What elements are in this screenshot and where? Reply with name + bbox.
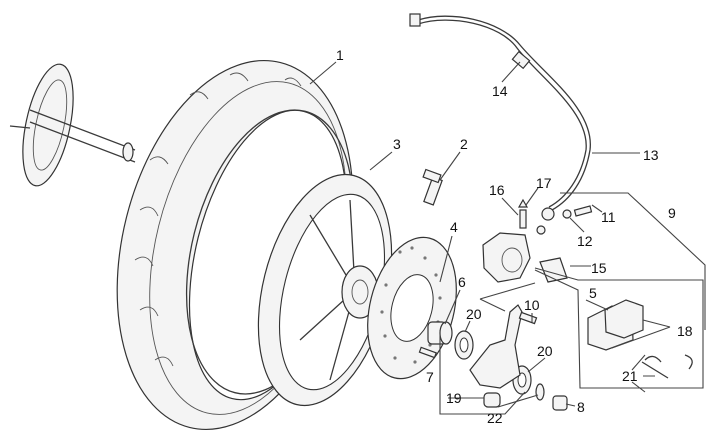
leader-6-bracket (479, 282, 536, 312)
kit-9-bracket (560, 192, 706, 330)
rear-hub-axle (9, 63, 136, 187)
callout-15: 15 (591, 260, 607, 276)
callout-22: 22 (487, 410, 503, 426)
callout-13: 13 (643, 147, 659, 163)
callout-8: 8 (577, 399, 585, 415)
leader-7-bracket (439, 330, 526, 415)
callout-2: 2 (460, 136, 468, 152)
callout-4: 4 (450, 219, 458, 235)
leader-lines (309, 61, 671, 408)
brake-caliper (482, 198, 568, 283)
callout-9: 9 (668, 205, 676, 221)
bolt-2 (422, 168, 443, 206)
brake-hose (409, 13, 593, 221)
callout-11: 11 (601, 209, 616, 225)
callout-10: 10 (524, 297, 540, 313)
kit-box (534, 267, 704, 389)
callout-3: 3 (393, 136, 401, 152)
callout-21: 21 (622, 368, 638, 384)
callout-19: 19 (446, 390, 462, 406)
callout-labels: 1 2 3 4 5 6 7 8 9 10 11 12 13 14 15 16 1… (336, 47, 693, 426)
wheel-rim (257, 173, 393, 407)
callout-14: 14 (492, 83, 508, 99)
callout-18: 18 (677, 323, 693, 339)
callout-20-lower: 20 (537, 343, 553, 359)
brake-pads (587, 299, 693, 379)
caliper-bracket (418, 304, 538, 389)
callout-6: 6 (458, 274, 466, 290)
callout-16: 16 (489, 182, 505, 198)
callout-1: 1 (336, 47, 344, 63)
callout-20-upper: 20 (466, 306, 482, 322)
callout-7: 7 (426, 369, 434, 385)
callout-5: 5 (589, 285, 597, 301)
callout-12: 12 (577, 233, 593, 249)
callout-17: 17 (536, 175, 552, 191)
